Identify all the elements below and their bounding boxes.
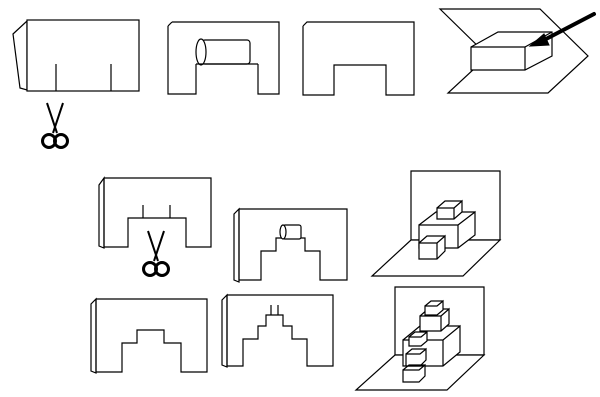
step-cut-stepped-notch — [99, 178, 211, 248]
scissors-icon — [144, 231, 169, 276]
step-fold-flap — [168, 22, 279, 94]
step-popup-stepped-boxes — [372, 171, 500, 276]
step-popup-box-knife — [440, 9, 594, 93]
step-fold-stepped-flap — [234, 209, 347, 282]
step-unfolded-rectangle — [303, 22, 414, 95]
scissors-icon — [43, 103, 68, 148]
step-stepped-outline — [91, 299, 207, 373]
step-popup-nested-boxes — [356, 287, 484, 390]
step-double-stepped-outline — [222, 295, 333, 367]
step-folded-sheet — [13, 20, 139, 91]
